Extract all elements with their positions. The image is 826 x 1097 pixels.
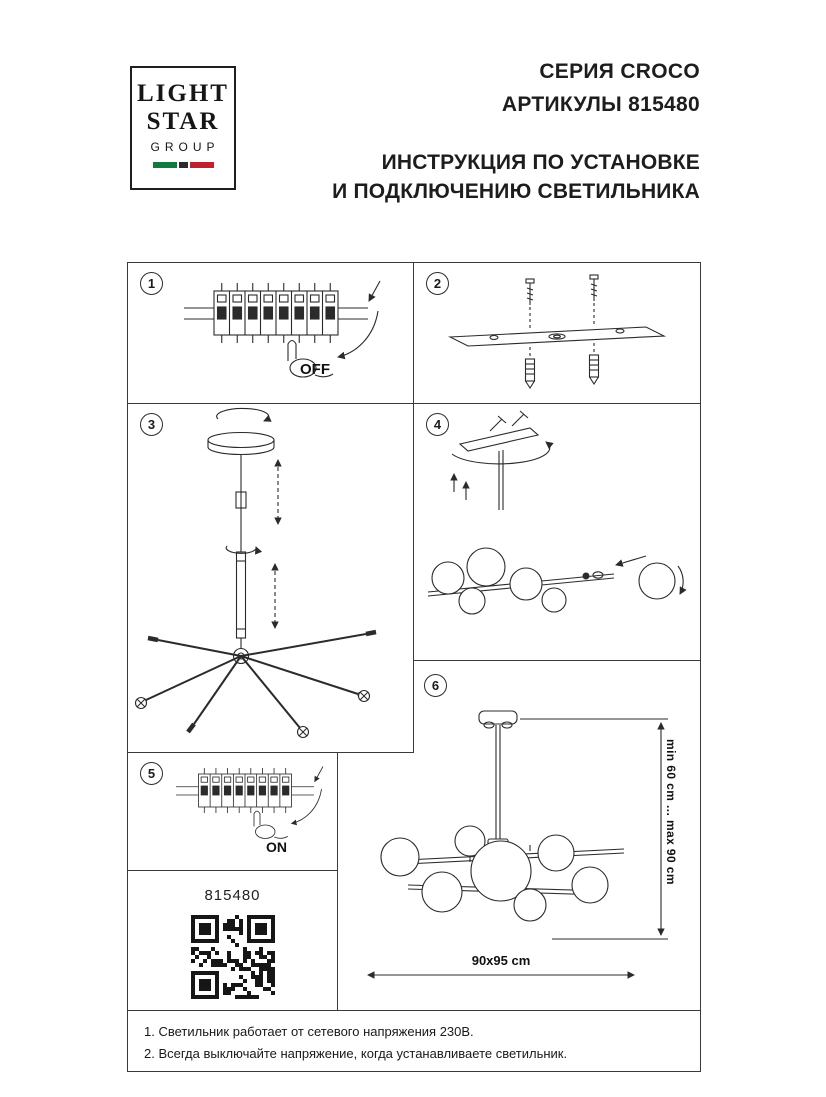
width-dimension-label: 90x95 cm	[471, 953, 531, 968]
logo-group-text: GROUP	[150, 140, 220, 154]
logo-light-text: LIGHT	[137, 80, 229, 107]
step-panel-1: 1 OFF	[127, 262, 414, 404]
instruction-title-line2: И ПОДКЛЮЧЕНИЮ СВЕТИЛЬНИКА	[332, 179, 700, 203]
flag-red-segment	[189, 162, 214, 168]
notes-box: 1. Светильник работает от сетевого напря…	[127, 1010, 701, 1072]
step-panel-3: 3	[127, 403, 414, 753]
step-panel-2: 2	[413, 262, 701, 404]
rod-assembly-diagram	[134, 407, 377, 739]
note-line: 1. Светильник работает от сетевого напря…	[144, 1024, 474, 1039]
article-number: 815480	[204, 887, 261, 904]
flag-dark-segment	[178, 162, 188, 168]
step-number-badge: 6	[424, 674, 447, 697]
qr-code	[191, 915, 275, 999]
off-label: OFF	[300, 361, 330, 378]
chandelier-dimensions-diagram	[367, 710, 668, 979]
logo-star-text: STAR	[146, 107, 220, 135]
globe-install-diagram	[427, 410, 687, 615]
breaker-off-diagram	[128, 263, 415, 405]
header: СЕРИЯ CROCO АРТИКУЛЫ 815480 ИНСТРУКЦИЯ П…	[332, 58, 700, 207]
height-dimension-label: min 60 cm ... max 90 cm	[664, 739, 678, 885]
series-title: СЕРИЯ CROCO	[539, 60, 700, 83]
instruction-title-line1: ИНСТРУКЦИЯ ПО УСТАНОВКЕ	[381, 150, 700, 174]
step-number-badge: 5	[140, 762, 163, 785]
step-number-badge: 1	[140, 272, 163, 295]
on-label: ON	[266, 839, 287, 855]
article-title: АРТИКУЛЫ 815480	[501, 93, 700, 117]
step-panel-5: 5 ON	[127, 752, 338, 871]
flag-green-segment	[152, 162, 177, 168]
italian-flag-mark	[132, 162, 234, 168]
article-qr-cell: 815480	[127, 870, 338, 1011]
lightstar-logo: LIGHT STAR GROUP	[130, 66, 236, 190]
note-line: 2. Всегда выключайте напряжение, когда у…	[144, 1046, 568, 1062]
instruction-title: ИНСТРУКЦИЯ ПО УСТАНОВКЕ И ПОДКЛЮЧЕНИЮ СВ…	[332, 149, 700, 207]
step-panel-4: 4	[413, 403, 701, 661]
step-number-badge: 3	[140, 413, 163, 436]
step-number-badge: 2	[426, 272, 449, 295]
mounting-bracket-diagram	[447, 274, 667, 390]
step-number-badge: 4	[426, 413, 449, 436]
